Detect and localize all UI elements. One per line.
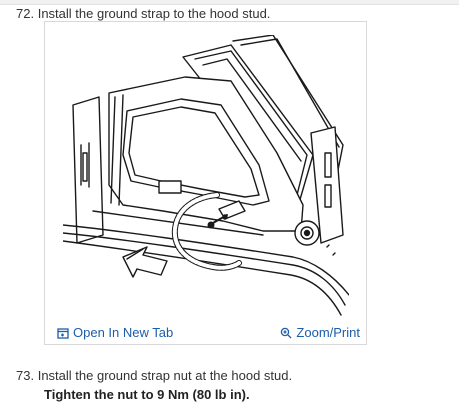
step-72-text: Install the ground strap to the hood stu… xyxy=(37,6,271,21)
step-73-torque-spec: Tighten the nut to 9 Nm (80 lb in). xyxy=(44,387,250,402)
step-73-number: 73. xyxy=(16,368,35,383)
zoom-print-link[interactable]: Zoom/Print xyxy=(280,325,360,340)
step-72: 72. Install the ground strap to the hood… xyxy=(16,6,270,21)
zoom-magnifier-icon xyxy=(280,327,292,339)
figure-links: Open In New Tab Zoom/Print xyxy=(45,323,366,345)
ground-strap-illustration xyxy=(63,35,349,323)
zoom-print-label: Zoom/Print xyxy=(296,325,360,340)
open-in-new-tab-icon xyxy=(57,327,69,339)
step-73: 73. Install the ground strap nut at the … xyxy=(16,368,292,383)
open-in-new-tab-link[interactable]: Open In New Tab xyxy=(57,325,173,340)
open-in-new-tab-label: Open In New Tab xyxy=(73,325,174,340)
step-73-text: Install the ground strap nut at the hood… xyxy=(37,368,293,383)
figure-card: Open In New Tab Zoom/Print xyxy=(44,21,367,345)
top-divider xyxy=(0,0,459,5)
step-72-number: 72. xyxy=(16,6,35,21)
